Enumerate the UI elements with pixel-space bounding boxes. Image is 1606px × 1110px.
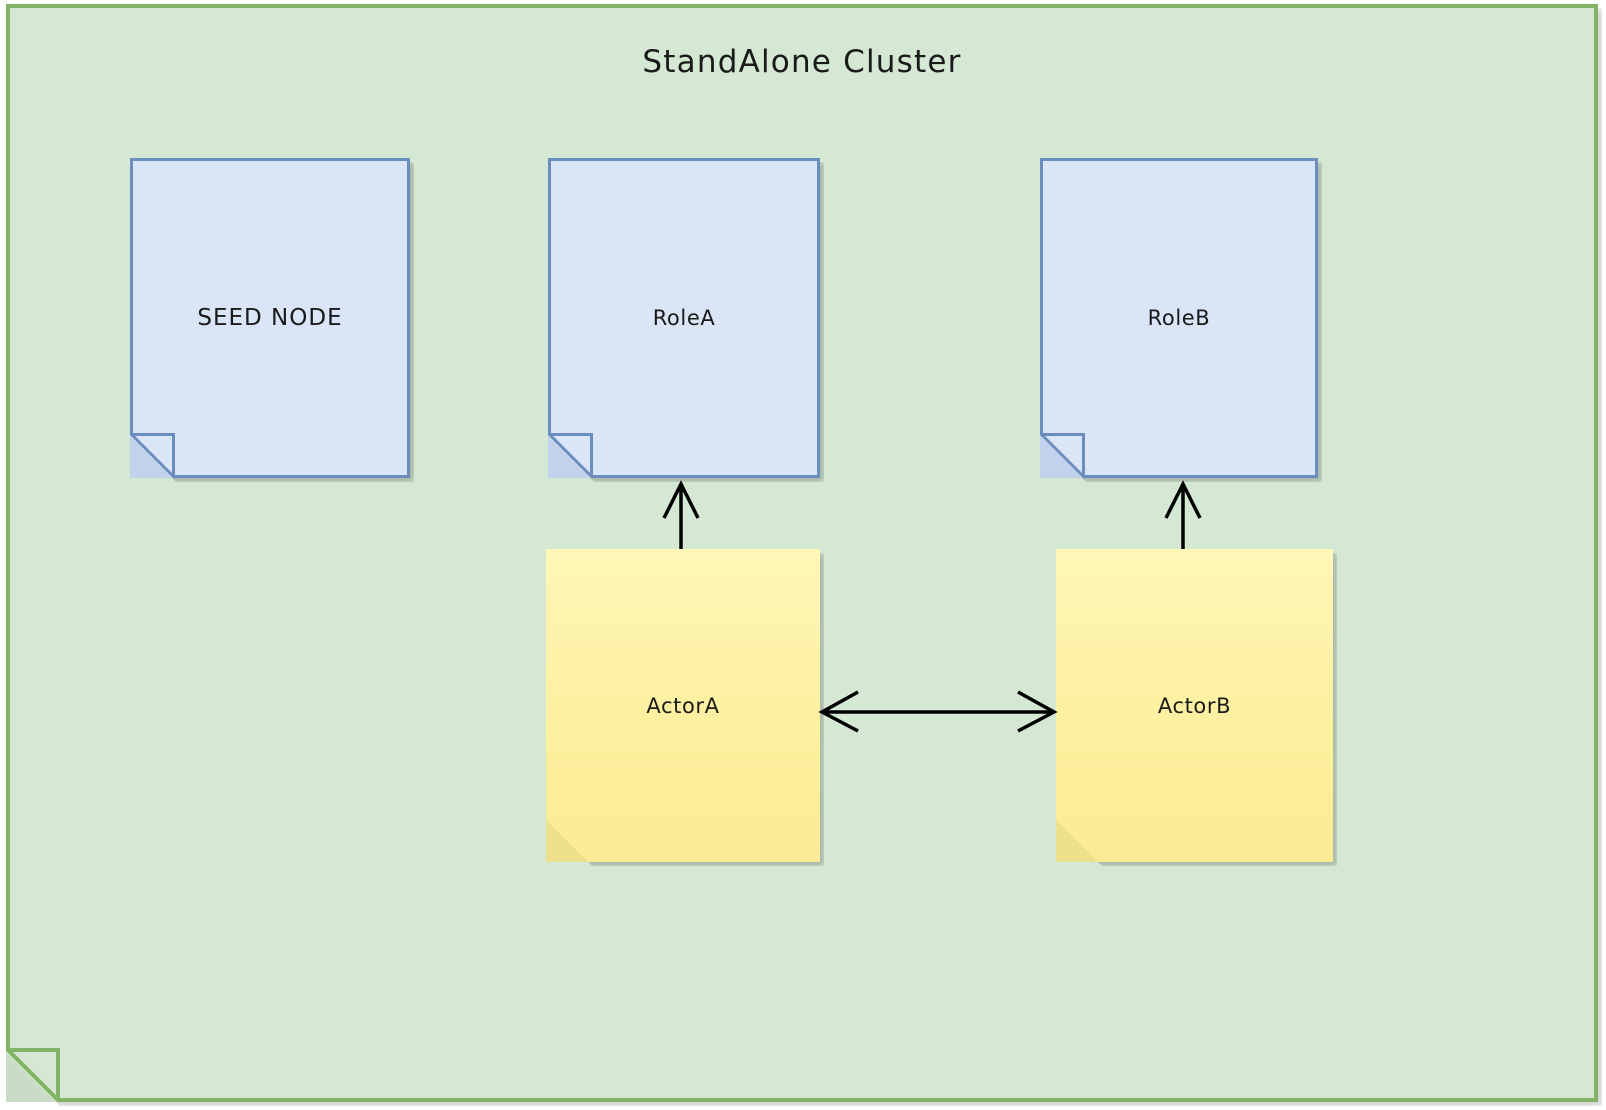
actor-a-fill [546, 549, 820, 862]
node-role-a[interactable]: RoleA [548, 158, 820, 478]
node-role-b[interactable]: RoleB [1040, 158, 1318, 478]
seed-node-label: SEED NODE [197, 305, 343, 331]
page-title: StandAlone Cluster [642, 44, 962, 80]
role-b-label: RoleB [1147, 306, 1211, 330]
actor-b-fill [1056, 549, 1333, 862]
role-a-label: RoleA [652, 306, 716, 330]
node-actor-b[interactable]: ActorB [1056, 549, 1333, 862]
actor-b-label: ActorB [1157, 693, 1232, 718]
actor-a-label: ActorA [646, 693, 720, 718]
node-actor-a[interactable]: ActorA [546, 549, 820, 862]
node-seed-node[interactable]: SEED NODE [130, 158, 410, 478]
